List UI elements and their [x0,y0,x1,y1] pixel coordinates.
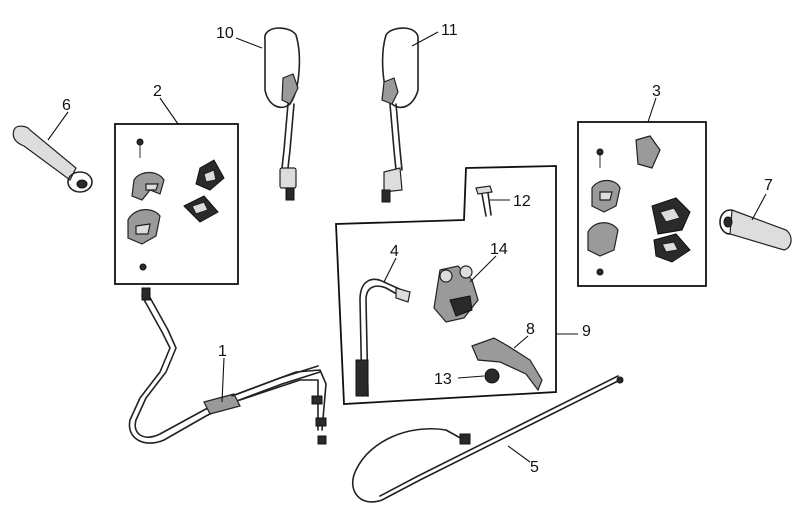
callout-5: 5 [530,459,539,476]
brake-cable-part-5[interactable] [351,375,624,503]
bolt-part-12[interactable] [475,185,493,217]
callout-13: 13 [434,371,452,388]
callout-labels: 6 2 3 7 10 11 12 4 14 8 9 13 1 5 [62,22,773,476]
brake-cable-part-4[interactable] [355,278,411,397]
brake-lever-part-8[interactable] [471,337,543,392]
brake-lever-assembly-part-9[interactable] [335,165,557,405]
callout-7: 7 [764,177,773,194]
callout-11: 11 [441,22,458,39]
throttle-cable-part-1[interactable] [128,287,327,445]
lever-bracket-part-14[interactable] [433,265,479,323]
nut-part-13[interactable] [484,368,500,384]
grip-right-part-7[interactable] [719,209,792,251]
callout-14: 14 [490,241,508,258]
grip-left-part-6[interactable] [12,125,93,193]
mirror-right-part-11[interactable] [381,27,419,203]
callout-12: 12 [513,193,531,210]
leader-lines [47,31,767,463]
left-switch-assembly-part-2[interactable] [114,123,239,285]
callout-2: 2 [153,83,162,100]
callout-1: 1 [218,343,227,360]
callout-6: 6 [62,97,71,114]
mirror-left-part-10[interactable] [264,27,301,201]
callout-4: 4 [390,243,399,260]
callout-3: 3 [652,83,661,100]
right-switch-assembly-part-3[interactable] [577,121,707,287]
callout-8: 8 [526,321,535,338]
callout-10: 10 [216,25,234,42]
callout-9: 9 [582,323,591,340]
